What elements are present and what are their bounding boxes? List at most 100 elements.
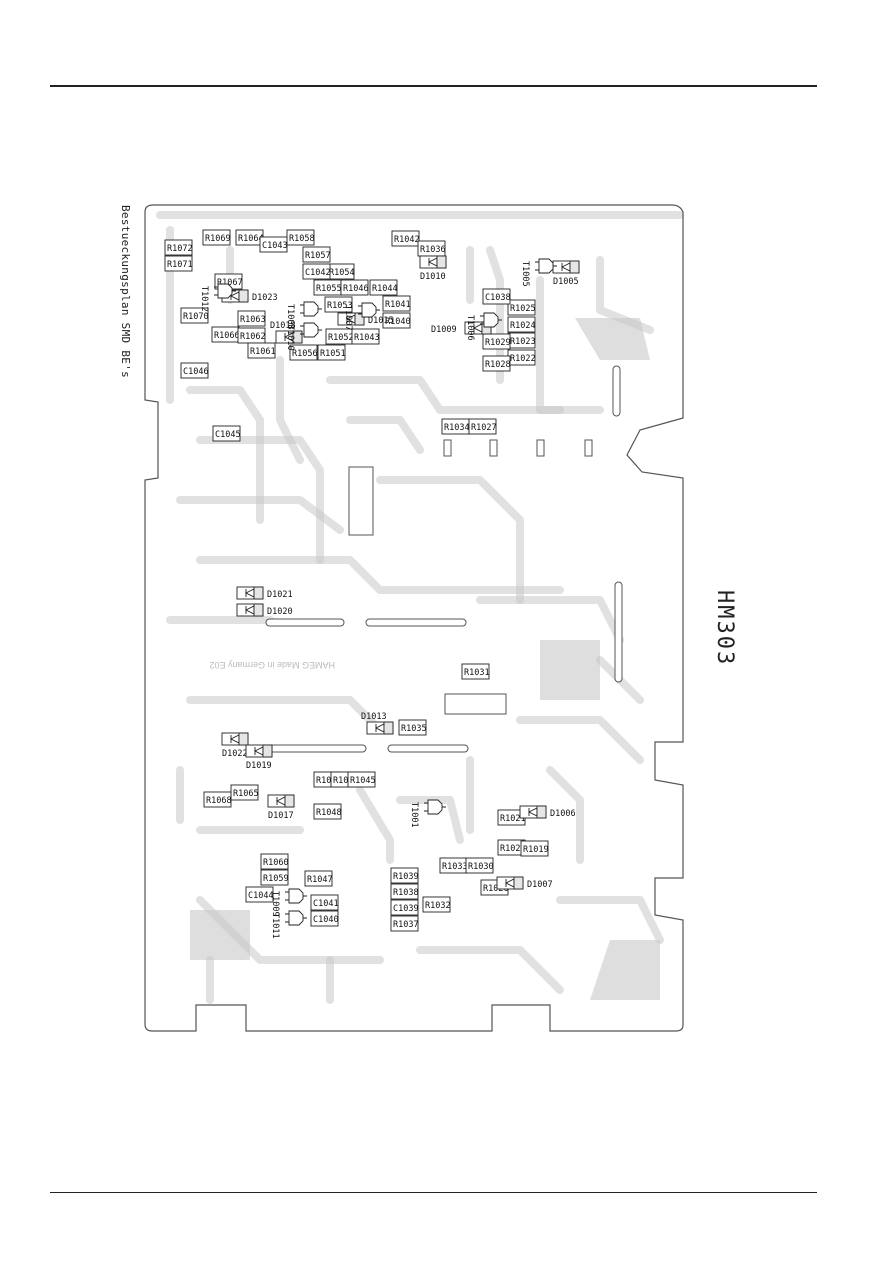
component-label: R1064 [238, 234, 264, 244]
resistor-r1039: R1039 [390, 867, 419, 884]
diode-d1013: D1013 [361, 712, 394, 735]
component-label: R1059 [263, 874, 289, 884]
board-slot [387, 744, 469, 753]
capacitor-c1039: C1039 [390, 899, 419, 916]
component-label: R1033 [442, 862, 468, 872]
component-label: R1039 [393, 872, 419, 882]
component-label: D1015 [368, 316, 394, 326]
component-label: C1040 [313, 915, 339, 925]
resistor-r1072: R1072 [164, 239, 193, 256]
diode-d1007: D1007 [496, 876, 553, 890]
resistor-r1048: R1048 [313, 803, 342, 820]
diode-d1006: D1006 [519, 805, 576, 819]
pcb-trace [546, 766, 584, 864]
pcb-trace [416, 946, 564, 994]
resistor-r1035: R1035 [398, 719, 427, 736]
diode-d1019: D1019 [245, 744, 273, 771]
resistor-r1036: R1036 [417, 240, 446, 257]
component-label: D1019 [246, 761, 272, 771]
component-label: R1057 [305, 251, 331, 261]
component-label: R1071 [167, 260, 193, 270]
transistor-t1006: T1006 [465, 312, 502, 341]
board-slot [612, 365, 621, 417]
component-label: R1050 [316, 776, 342, 786]
component-label: R1051 [320, 349, 346, 359]
pcb-trace [186, 386, 264, 524]
resistor-r1043: R1043 [351, 328, 380, 345]
component-label: D1013 [361, 712, 387, 722]
diode-d1020: D1020 [236, 603, 293, 617]
transistor-t1007: T1007 [343, 302, 380, 331]
component-label: R1042 [394, 235, 420, 245]
resistor-r1042: R1042 [391, 230, 420, 247]
component-label: R1061 [250, 347, 276, 357]
diode-d1005: D1005 [552, 260, 580, 287]
component-label: T1005 [520, 261, 530, 287]
resistor-r1033: R1033 [439, 857, 468, 874]
component-label: R1056 [292, 349, 318, 359]
pcb-copper-area [540, 640, 600, 700]
component-label: R1045 [350, 776, 376, 786]
resistor-r1070: R1070 [180, 307, 209, 324]
pcb-trace [196, 556, 564, 594]
component-label: C1045 [215, 430, 241, 440]
resistor-r1051: R1051 [317, 344, 346, 361]
component-label: C1041 [313, 899, 339, 909]
diode-d1015: D1015 [337, 312, 394, 326]
transistor-t1008: T1008 [285, 301, 322, 330]
component-label: C1039 [393, 904, 419, 914]
resistor-r1027: R1027 [468, 418, 497, 435]
resistor-r1029: R1029 [482, 333, 511, 350]
connector-pad [536, 439, 545, 457]
component-label: R1068 [206, 796, 232, 806]
component-label: D1023 [252, 293, 278, 303]
component-label: R1035 [401, 724, 427, 734]
capacitor-c1038: C1038 [482, 288, 511, 305]
resistor-r1020: R1020 [497, 839, 526, 856]
component-label: R1067 [217, 278, 243, 288]
component-label: R1052 [328, 333, 354, 343]
component-label: R1072 [167, 244, 193, 254]
component-label: T1011 [270, 913, 280, 939]
component-label: T1009 [270, 891, 280, 917]
component-label: R1070 [183, 312, 209, 322]
component-label: R1022 [510, 354, 536, 364]
pcb-trace [556, 896, 664, 944]
component-label: R1028 [485, 360, 511, 370]
component-label: R1040 [385, 317, 411, 327]
pcb-trace [346, 416, 424, 454]
component-label: C1046 [183, 367, 209, 377]
transistor-t1012: T1012 [199, 283, 236, 312]
resistor-r1053: R1053 [324, 296, 353, 313]
resistor-r1034: R1034 [441, 418, 470, 435]
pcb-trace [276, 356, 304, 464]
resistor-r1024: R1024 [507, 316, 536, 333]
resistor-r1022: R1022 [507, 349, 536, 366]
resistor-r1069: R1069 [202, 229, 231, 246]
component-label: R1026 [483, 884, 509, 894]
pcb-trace [376, 476, 524, 604]
pcb-trace [356, 786, 394, 864]
capacitor-c1043: C1043 [259, 236, 288, 253]
pcb-copper-area [590, 940, 660, 1000]
component-label: R1062 [240, 332, 266, 342]
component-label: C1044 [248, 891, 274, 901]
resistor-r1032: R1032 [422, 896, 451, 913]
component-label: R1027 [471, 423, 497, 433]
resistor-r1055: R1055 [313, 279, 342, 296]
component-label: D1022 [222, 749, 248, 759]
resistor-r1066: R1066 [211, 326, 240, 343]
resistor-r1060: R1060 [260, 853, 289, 870]
component-label: D1018 [270, 321, 296, 331]
component-label: R1048 [316, 808, 342, 818]
component-label: D1020 [267, 607, 293, 617]
component-label: T1012 [199, 286, 209, 312]
resistor-r1056: R1056 [289, 344, 318, 361]
diode-d1017: D1017 [267, 794, 295, 821]
resistor-r1068: R1068 [203, 791, 232, 808]
board-slot [265, 618, 345, 627]
resistor-r1054: R1054 [326, 263, 355, 280]
resistor-r1057: R1057 [302, 246, 331, 263]
component-label: R1041 [385, 300, 411, 310]
